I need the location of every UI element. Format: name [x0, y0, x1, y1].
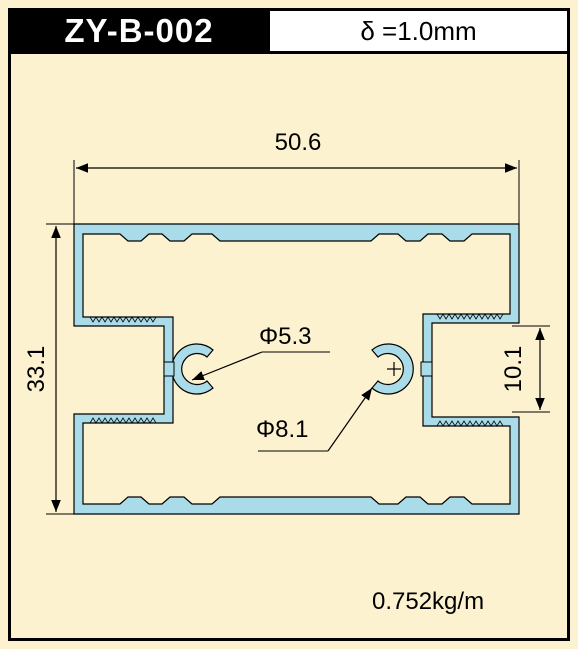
profile-section	[73, 223, 520, 515]
height-label: 33.1	[23, 346, 50, 393]
hole-large-label: Φ8.1	[256, 416, 309, 443]
model-code: ZY-B-002	[8, 8, 270, 54]
hole-small-label: Φ5.3	[259, 323, 312, 350]
hole-small-callout: Φ5.3	[191, 323, 330, 381]
slot-height-dimension: 10.1	[500, 325, 550, 413]
left-screw-boss	[163, 343, 214, 395]
right-screw-boss	[371, 343, 433, 395]
slot-height-label: 10.1	[500, 346, 527, 393]
weight-per-meter: 0.752kg/m	[372, 588, 485, 615]
wall-thickness: δ =1.0mm	[270, 8, 570, 54]
width-label: 50.6	[275, 129, 322, 156]
thread-teeth	[89, 313, 504, 427]
width-dimension: 50.6	[73, 129, 520, 224]
height-dimension: 33.1	[23, 223, 74, 515]
hole-large-callout: Φ8.1	[256, 387, 373, 452]
